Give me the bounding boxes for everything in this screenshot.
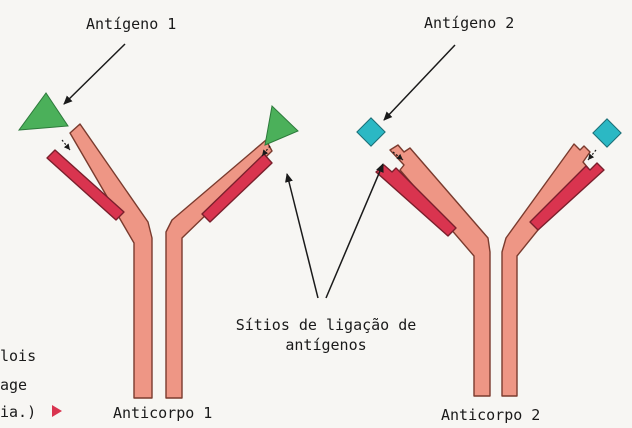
margin-text-line3: ia.) (0, 403, 36, 421)
antibody-1-heavy-chain-left (70, 124, 152, 398)
antigen-2-square-right (593, 119, 621, 147)
antibody-1-label: Anticorpo 1 (113, 404, 212, 422)
antibody-2-label: Anticorpo 2 (441, 406, 540, 424)
antigen-2-label: Antígeno 2 (424, 14, 514, 32)
margin-text-line2: age (0, 376, 27, 394)
binding-sites-label-line2: antígenos (224, 336, 428, 354)
antigen-1-label: Antígeno 1 (86, 15, 176, 33)
margin-text-line1: lois (0, 347, 36, 365)
binding-sites-label-line1: Sítios de ligação de (224, 316, 428, 334)
antigen-1-triangle-left (19, 93, 68, 130)
binding-arrow-small (62, 140, 70, 150)
binding-site-pointer-arrow-left (287, 174, 318, 298)
antibody-1 (47, 124, 272, 398)
binding-site-pointer-arrow-right (326, 164, 383, 298)
page-marker-icon (52, 405, 62, 417)
antigen-1-triangle-right (265, 106, 298, 145)
antigen-2-pointer-arrow (384, 45, 455, 120)
antibody-2 (376, 144, 604, 396)
antigen-1-pointer-arrow (64, 44, 125, 104)
antigen-2-square-left (357, 118, 385, 146)
